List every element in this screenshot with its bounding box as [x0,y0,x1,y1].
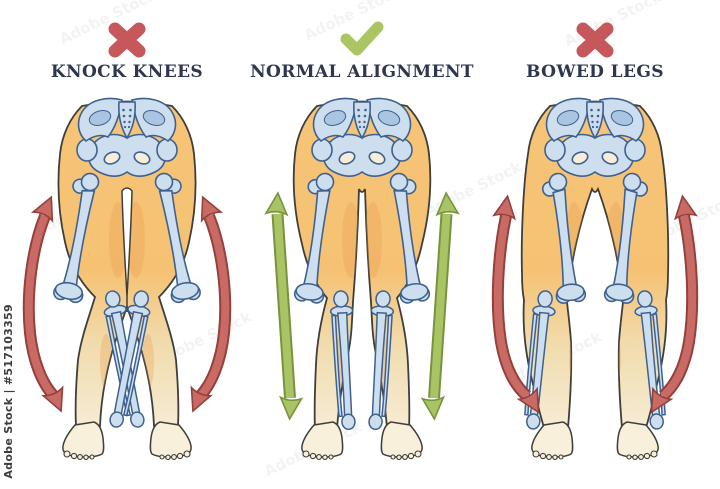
right-direction-arrow [421,191,459,421]
left-direction-arrow [491,193,549,419]
pelvis-bone [311,97,413,177]
panel-knock-knees: KNOCK KNEES [7,0,247,489]
bowed-legs-figure [491,97,699,461]
left-foot [301,421,344,461]
panel-normal-alignment: NORMAL ALIGNMENT [242,0,482,489]
knock-knees-figure [22,97,232,461]
right-foot [380,421,423,461]
panel-title: KNOCK KNEES [50,62,204,82]
status-badge [242,20,482,60]
right-foot [149,421,192,461]
normal-alignment-figure [265,97,459,461]
status-badge [7,20,247,64]
panel-bowed-legs: BOWED LEGS [475,0,715,489]
check-icon [340,21,384,56]
left-direction-arrow [22,192,72,416]
watermark-id-text: Adobe Stock | #517103359 [2,304,15,479]
panel-title: NORMAL ALIGNMENT [250,62,474,82]
x-mark-icon [108,22,146,58]
left-direction-arrow [265,191,303,421]
x-mark-icon [576,22,614,58]
right-direction-arrow [641,193,699,419]
status-badge [475,20,715,64]
panel-title: BOWED LEGS [526,62,664,82]
left-foot [62,421,105,461]
right-direction-arrow [182,192,232,416]
pelvis-bone [76,97,178,177]
pelvis-bone [544,97,646,177]
